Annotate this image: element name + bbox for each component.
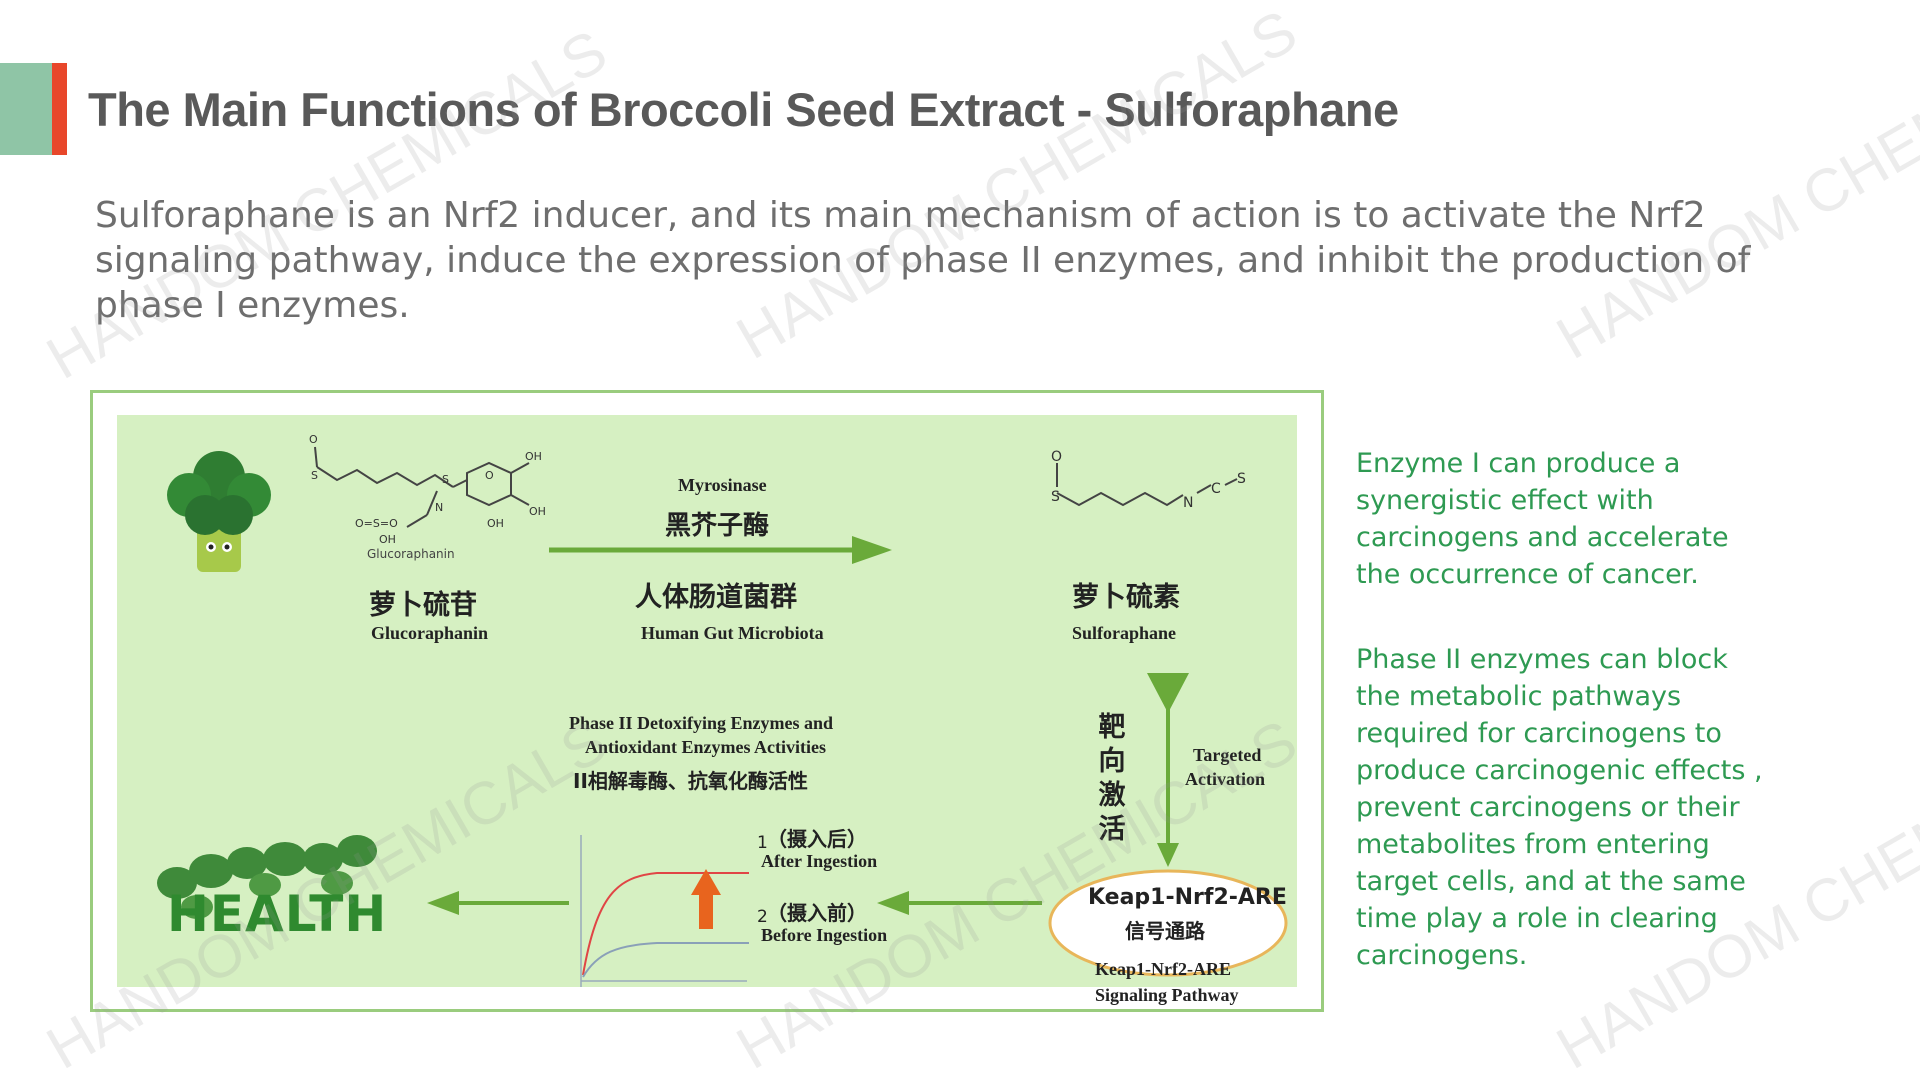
pathway-to-enzyme-arrow — [877, 891, 1042, 915]
microbiota-cn-label: 人体肠道菌群 — [635, 582, 797, 613]
svg-text:S: S — [442, 473, 449, 486]
activation-arrow — [1147, 673, 1189, 867]
phase2-cn-label: II相解毒酶、抗氧化酶活性 — [573, 769, 808, 793]
intro-paragraph: Sulforaphane is an Nrf2 inducer, and its… — [95, 195, 1751, 326]
svg-text:C: C — [1211, 481, 1221, 497]
note-enzyme-one: Enzyme I can produce a synergistic effec… — [1356, 448, 1729, 590]
pathway-en-label: Keap1-Nrf2-ARE — [1095, 959, 1231, 979]
enzyme-to-health-arrow — [427, 891, 569, 915]
phase2-en-label-2: Antioxidant Enzymes Activities — [585, 737, 826, 757]
glucoraphanin-structure-caption: Glucoraphanin — [367, 547, 455, 561]
targeted-activation-cn-label: 靶向激活 — [1098, 712, 1126, 845]
sulforaphane-cn-label: 萝卜硫素 — [1072, 582, 1180, 613]
pathway-cloud — [1048, 869, 1288, 977]
glucoraphanin-structure — [314, 446, 530, 528]
slide-title: The Main Functions of Broccoli Seed Extr… — [88, 83, 1399, 136]
svg-text:O: O — [1051, 449, 1062, 465]
curve1-cn-label: （摄入后） — [767, 827, 867, 851]
before-ingestion-curve — [582, 942, 749, 978]
glucoraphanin-en-label: Glucoraphanin — [371, 623, 489, 643]
svg-text:OH: OH — [529, 505, 546, 518]
svg-text:O: O — [485, 469, 494, 482]
glucoraphanin-cn-label: 萝卜硫苷 — [369, 590, 477, 621]
curve1-en-label: After Ingestion — [761, 851, 878, 871]
broccoli-icon — [167, 451, 271, 572]
targeted-en-label: Targeted — [1193, 745, 1262, 765]
microbiota-en-label: Human Gut Microbiota — [641, 623, 824, 643]
svg-text:OH: OH — [525, 450, 542, 463]
svg-text:O=S=O: O=S=O — [355, 517, 398, 530]
after-ingestion-curve — [582, 872, 749, 976]
curve2-number: 2 — [757, 907, 768, 927]
svg-text:N: N — [1183, 495, 1193, 511]
enzyme-activity-chart — [580, 835, 749, 987]
sulforaphane-structure — [1056, 463, 1238, 507]
curve2-en-label: Before Ingestion — [761, 925, 888, 945]
increase-arrow-icon — [691, 869, 721, 895]
pathway-cloud-title: Keap1-Nrf2-ARE — [1088, 885, 1287, 910]
svg-text:O: O — [309, 433, 318, 446]
health-label: HEALTH — [167, 885, 388, 943]
clover-leaves-icon — [157, 835, 377, 919]
conversion-arrow — [549, 536, 892, 564]
pathway-cloud-cn: 信号通路 — [1125, 919, 1205, 943]
enzyme-en-label: Myrosinase — [678, 475, 767, 495]
svg-text:OH: OH — [487, 517, 504, 530]
activation-en-label: Activation — [1185, 769, 1265, 789]
curve1-number: 1 — [757, 833, 768, 853]
phase2-en-label-1: Phase II Detoxifying Enzymes and — [569, 713, 834, 733]
title-accent-red-bar — [52, 63, 67, 155]
svg-text:S: S — [1237, 471, 1246, 487]
note-phase-two: Phase II enzymes can block the metabolic… — [1356, 644, 1763, 971]
pathway-en-label-2: Signaling Pathway — [1095, 985, 1239, 1005]
svg-text:OH: OH — [379, 533, 396, 546]
svg-text:S: S — [311, 469, 318, 482]
svg-text:S: S — [1051, 489, 1060, 505]
curve2-cn-label: （摄入前） — [767, 901, 867, 925]
svg-text:N: N — [435, 501, 443, 514]
title-accent-green-bar — [0, 63, 52, 155]
enzyme-cn-label: 黑芥子酶 — [665, 511, 770, 541]
sulforaphane-en-label: Sulforaphane — [1072, 623, 1177, 643]
